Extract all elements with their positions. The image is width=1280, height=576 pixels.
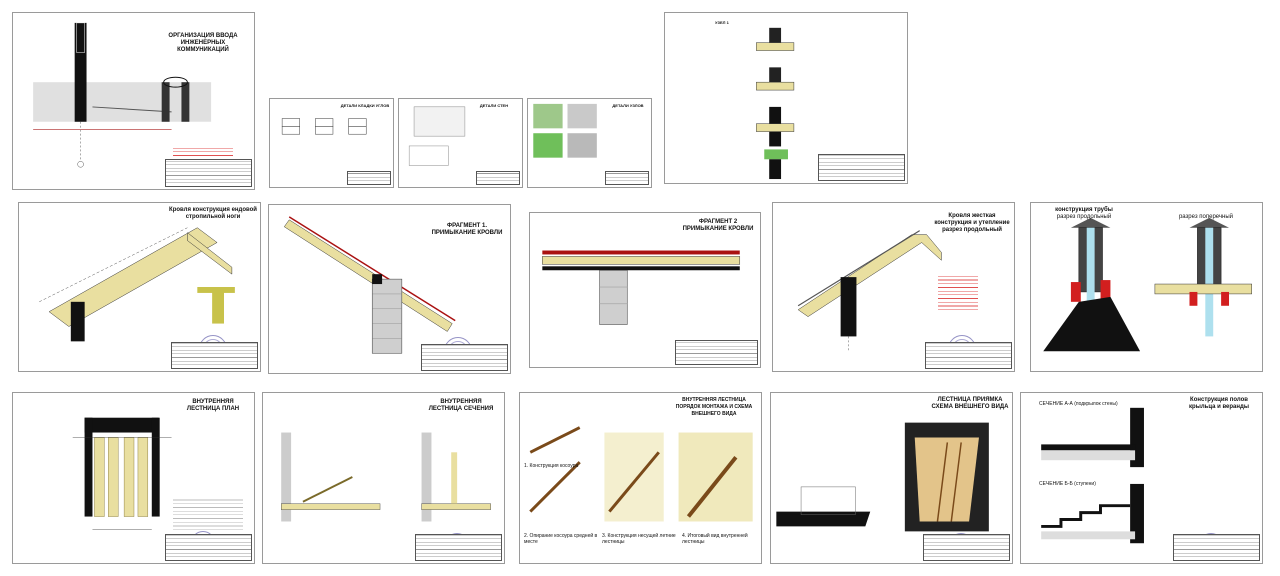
title-block (421, 344, 508, 371)
drawing-sheet-node-1[interactable]: УЗЕЛ 1 (664, 12, 908, 184)
title-block (675, 340, 758, 365)
title-block (165, 158, 252, 187)
sheet-title: ОРГАНИЗАЦИЯ ВВОДА ИНЖЕНЕРНЫХ КОММУНИКАЦИ… (168, 33, 238, 53)
drawing-sheet-corner-masonry[interactable]: ДЕТАЛИ КЛАДКИ УГЛОВ (269, 98, 394, 188)
drawing-sheet-porch-floors[interactable]: Конструкция полов крыльца и веранды СЕЧЕ… (1020, 392, 1263, 564)
stair-sections-drawing (281, 432, 491, 522)
node-1-drawing (756, 27, 795, 180)
title-block (165, 533, 252, 561)
drawing-sheet-stair-assembly[interactable]: ВНУТРЕННЯЯ ЛЕСТНИЦА ПОРЯДОК МОНТАЖА И СХ… (519, 392, 762, 564)
valley-rafter-drawing (39, 227, 235, 342)
title-block (346, 170, 391, 185)
sheet-title: ДЕТАЛИ СТЕН (479, 103, 509, 108)
drawing-sheet-valley-rafter[interactable]: Кровля конструкция ендовой стропильной н… (18, 202, 261, 372)
title-block (475, 170, 520, 185)
drawing-sheet-stair-plan[interactable]: ВНУТРЕННЯЯ ЛЕСТНИЦА ПЛАН (12, 392, 255, 564)
stair-assembly-drawing (529, 426, 753, 522)
sheet-title: Кровля конструкция ендовой стропильной н… (169, 207, 257, 220)
roof-fragment-2-drawing (542, 250, 741, 325)
drawing-sheet-walls[interactable]: ДЕТАЛИ СТЕН (398, 98, 523, 188)
sheet-title: конструкция трубы (1055, 207, 1113, 213)
pit-ladder-drawing (776, 422, 989, 532)
section-a-label: СЕЧЕНИЕ А-А (подкрылок стены) (1039, 401, 1118, 407)
sheet-subtitle-longitudinal: разрез продольный (1056, 214, 1112, 220)
corner-masonry-drawing (281, 118, 367, 135)
title-block (925, 342, 1012, 369)
drawing-sheet-chimney[interactable]: конструкция трубы разрез продольный разр… (1030, 202, 1263, 372)
rigid-roof-drawing (797, 230, 942, 352)
title-block (604, 170, 649, 185)
chimney-drawing (1043, 217, 1252, 352)
sheet-title: ФРАГМЕНТ 1. ПРИМЫКАНИЕ КРОВЛИ (431, 223, 503, 236)
sheet-title: ДЕТАЛИ УЗЛОВ (612, 103, 644, 108)
step-caption-4: 4. Итоговый вид внутренней лестницы (682, 533, 748, 545)
notes-block (173, 498, 243, 533)
sheet-title: УЗЕЛ 1 (715, 20, 729, 25)
title-block (817, 153, 905, 181)
drawing-sheet-roof-fragment-2[interactable]: ФРАГМЕНТ 2 ПРИМЫКАНИЕ КРОВЛИ (529, 212, 761, 368)
drawing-sheet-joints[interactable]: ДЕТАЛИ УЗЛОВ (527, 98, 652, 188)
sheet-title: ДЕТАЛИ КЛАДКИ УГЛОВ (340, 103, 390, 108)
sheet-title: ВНУТРЕННЯЯ ЛЕСТНИЦА ПОРЯДОК МОНТАЖА И СХ… (675, 397, 753, 417)
title-block (1173, 533, 1260, 561)
section-b-label: СЕЧЕНИЕ Б-Б (ступени) (1039, 481, 1096, 487)
drawing-sheet-rigid-roof[interactable]: Кровля жесткая конструкция и утепление р… (772, 202, 1015, 372)
notes-block (938, 273, 978, 313)
sheet-title: ЛЕСТНИЦА ПРИЯМКА СХЕМА ВНЕШНЕГО ВИДА (931, 397, 1009, 410)
porch-floors-drawing (1041, 407, 1144, 544)
utilities-entry-drawing (33, 22, 212, 168)
drawing-sheet-utilities-entry[interactable]: ОРГАНИЗАЦИЯ ВВОДА ИНЖЕНЕРНЫХ КОММУНИКАЦИ… (12, 12, 255, 190)
step-caption-3: 3. Конструкция несущей летние лестницы (602, 533, 676, 545)
drawing-sheet-roof-fragment-1[interactable]: ФРАГМЕНТ 1. ПРИМЫКАНИЕ КРОВЛИ (268, 204, 511, 374)
sheet-title: Конструкция полов крыльца и веранды (1189, 397, 1249, 410)
drawing-sheet-pit-ladder[interactable]: ЛЕСТНИЦА ПРИЯМКА СХЕМА ВНЕШНЕГО ВИДА (770, 392, 1013, 564)
step-caption-1: 1. Конструкция косоура (524, 463, 579, 469)
joints-drawing (533, 103, 597, 158)
drawing-sheet-stair-sections[interactable]: ВНУТРЕННЯЯ ЛЕСТНИЦА СЕЧЕНИЯ (262, 392, 505, 564)
sheet-title: ФРАГМЕНТ 2 ПРИМЫКАНИЕ КРОВЛИ (682, 219, 754, 232)
stair-plan-drawing (72, 417, 172, 530)
title-block (923, 533, 1010, 561)
roof-fragment-1-drawing (283, 216, 456, 354)
sheet-title: Кровля жесткая конструкция и утепление р… (934, 213, 1010, 233)
title-block (415, 533, 502, 561)
title-block (171, 342, 258, 369)
sheet-title: ВНУТРЕННЯЯ ЛЕСТНИЦА СЕЧЕНИЯ (428, 399, 494, 412)
sheet-subtitle-transverse: разрез поперечный (1178, 214, 1234, 220)
walls-drawing (408, 106, 466, 166)
step-caption-2: 2. Опирание косоура средней в месте (524, 533, 598, 545)
sheet-title: ВНУТРЕННЯЯ ЛЕСТНИЦА ПЛАН (186, 399, 240, 412)
